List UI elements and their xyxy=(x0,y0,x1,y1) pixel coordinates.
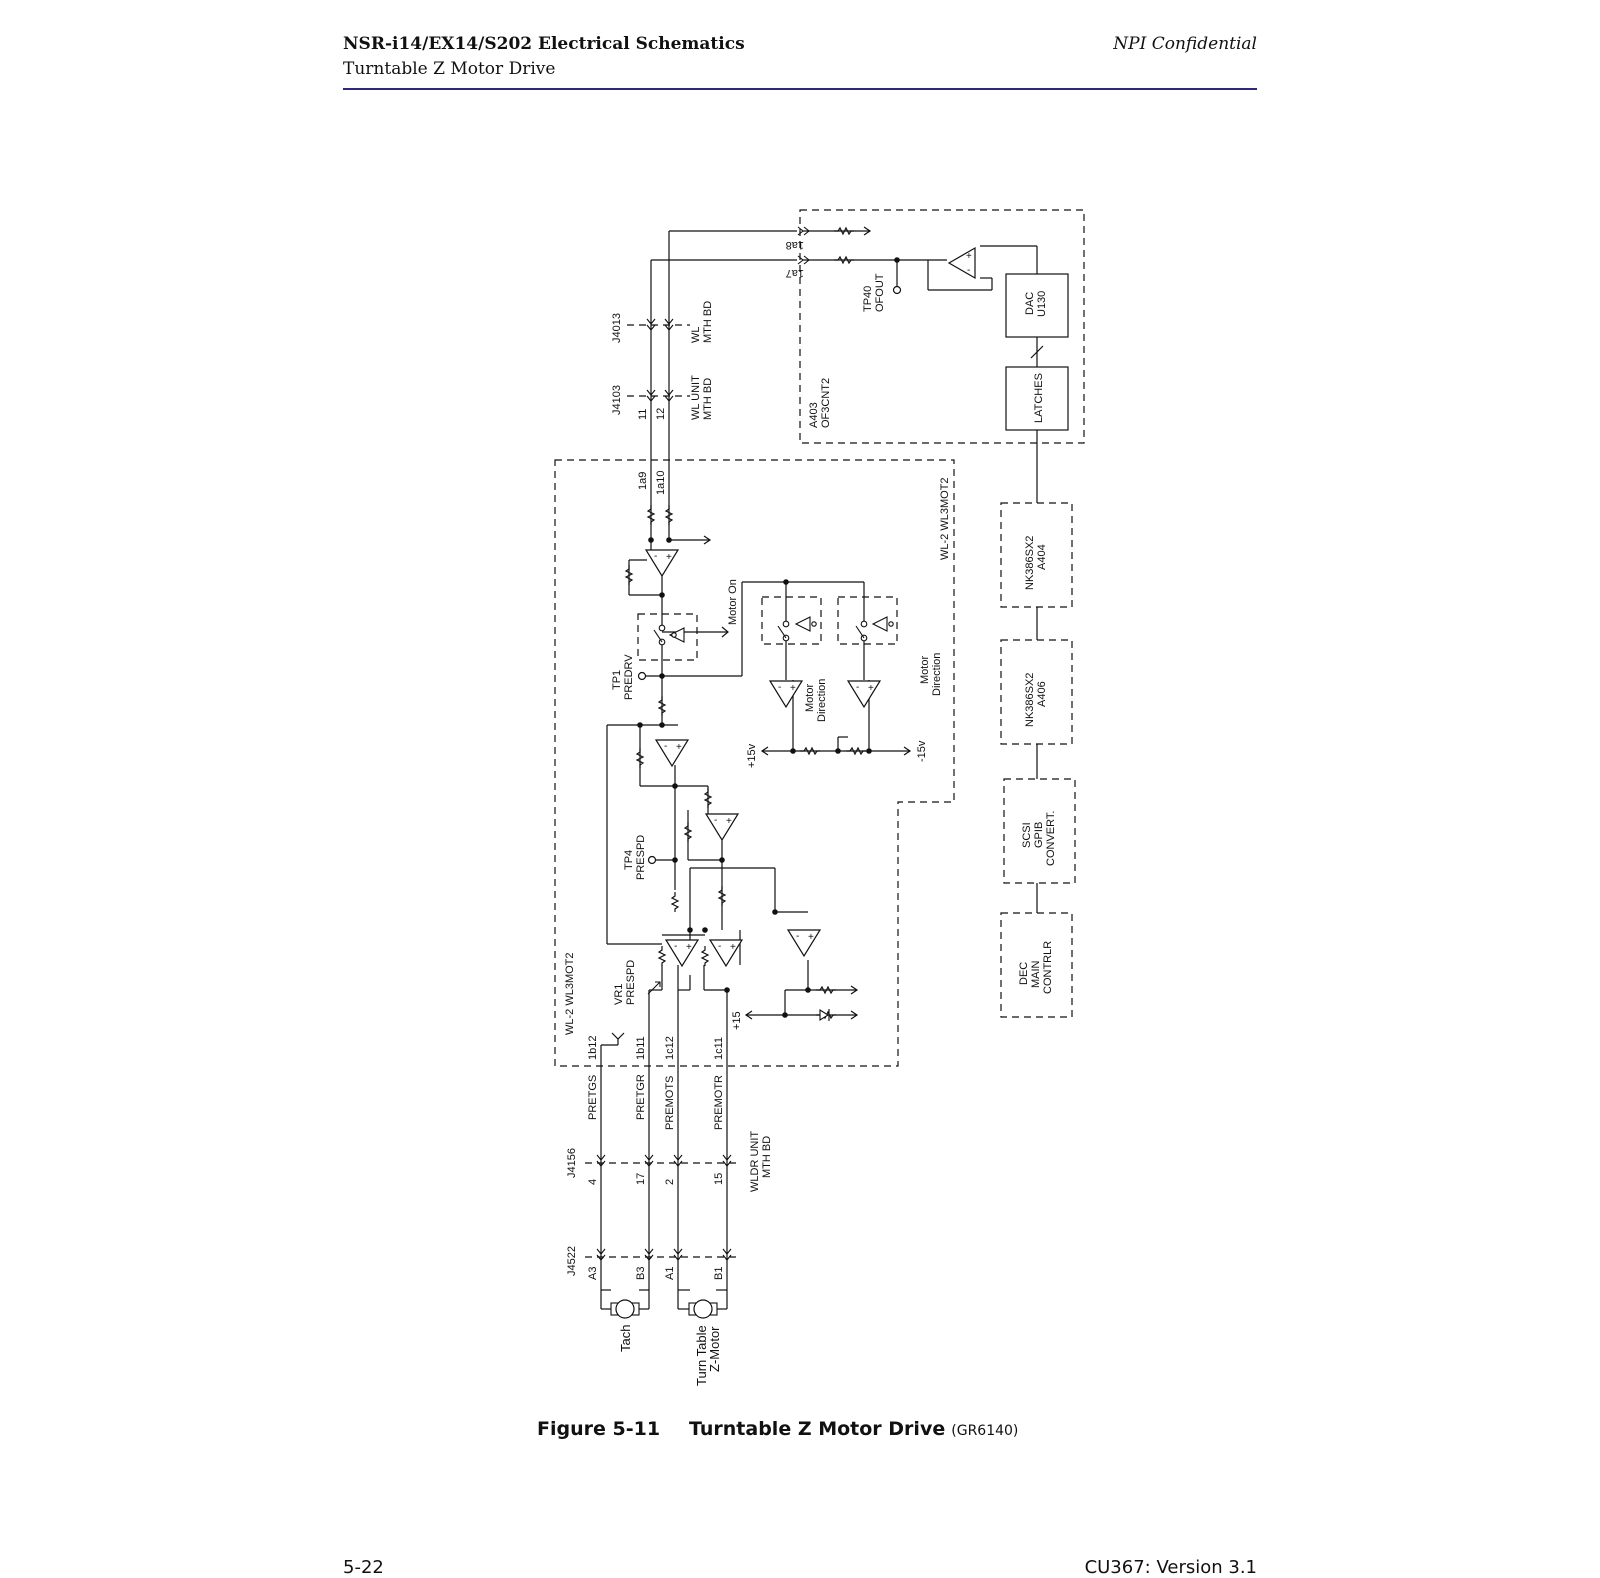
document-version: CU367: Version 3.1 xyxy=(1084,1557,1257,1578)
label-wl-unit-mth-bd: MTH BD xyxy=(702,378,714,420)
board-wl3mot2-outline xyxy=(554,459,955,1067)
tach-symbol xyxy=(600,1290,650,1319)
label-turn-table: Turn Table xyxy=(694,1325,709,1386)
figure-title: Turntable Z Motor Drive xyxy=(689,1418,946,1440)
label-pinB1: B1 xyxy=(713,1267,725,1280)
z-motor-symbol xyxy=(677,1290,728,1319)
document-title: NSR-i14/EX14/S202 Electrical Schematics xyxy=(343,34,745,54)
label-scsi: SCSI xyxy=(1021,822,1033,848)
switch-motor-on-box xyxy=(637,613,698,661)
label-motor-dir2-b: Direction xyxy=(931,653,943,696)
label-ofout: OFOUT xyxy=(874,273,886,312)
label-z-motor: Z-Motor xyxy=(707,1326,722,1372)
block-scsi-outline xyxy=(1003,778,1076,884)
label-1a8: 1a8 xyxy=(786,239,804,251)
label-gpib: GPIB xyxy=(1033,822,1045,848)
label-pin15: 15 xyxy=(713,1173,725,1185)
label-minus15v: -15v xyxy=(916,740,928,762)
label-1a10: 1a10 xyxy=(655,471,667,495)
label-tp4: TP4 xyxy=(623,850,635,870)
header-rule xyxy=(343,88,1257,90)
label-1b11: 1b11 xyxy=(635,1036,647,1060)
label-vr1-prespd: PRESPD xyxy=(625,960,637,1005)
block-dec-outline xyxy=(1000,912,1073,1018)
motor-on-switch xyxy=(653,624,685,646)
label-motor-dir1-a: Motor xyxy=(804,684,816,712)
label-wldr-mth-bd: MTH BD xyxy=(761,1136,773,1178)
label-u130: U130 xyxy=(1036,291,1048,317)
switch-dir2-box xyxy=(837,596,898,645)
label-wldr-unit: WLDR UNIT xyxy=(749,1131,761,1192)
label-pinA1: A1 xyxy=(664,1267,676,1280)
label-pin17: 17 xyxy=(635,1173,647,1185)
label-pinA3: A3 xyxy=(587,1267,599,1280)
label-1c11: 1c11 xyxy=(713,1037,725,1060)
figure-caption: Figure 5-11 Turntable Z Motor Drive (GR61… xyxy=(537,1418,1018,1440)
label-predrv: PREDRV xyxy=(623,654,635,700)
label-latches: LATCHES xyxy=(1033,373,1045,423)
label-prespd: PRESPD xyxy=(635,835,647,880)
label-pretgs: PRETGS xyxy=(587,1075,599,1120)
label-j4522: J4522 xyxy=(566,1246,578,1276)
direction-switch-2 xyxy=(855,616,894,642)
label-pretgr: PRETGR xyxy=(635,1074,647,1120)
switch-dir1-box xyxy=(761,596,822,645)
label-a404-2: A404 xyxy=(1036,544,1048,570)
label-a406-2: A406 xyxy=(1036,681,1048,707)
label-wl-mth-bd: MTH BD xyxy=(702,301,714,343)
label-j4013: J4013 xyxy=(611,313,623,343)
label-a403: A403 xyxy=(808,402,820,428)
label-tp40: TP40 xyxy=(862,286,874,312)
label-1a9: 1a9 xyxy=(637,472,649,490)
bus-slash xyxy=(1030,345,1044,359)
label-wl: WL xyxy=(690,327,702,344)
label-tach: Tach xyxy=(618,1325,633,1352)
label-j4103: J4103 xyxy=(611,385,623,415)
label-main: MAIN xyxy=(1030,960,1042,988)
label-1c12: 1c12 xyxy=(664,1036,676,1060)
label-wl-unit: WL UNIT xyxy=(690,375,702,420)
label-pin11: 11 xyxy=(637,409,649,420)
label-dac: DAC xyxy=(1024,292,1036,315)
label-board-side: WL-2 WL3MOT2 xyxy=(564,952,576,1035)
label-pin2: 2 xyxy=(664,1179,676,1185)
document-subtitle: Turntable Z Motor Drive xyxy=(343,59,556,79)
label-1a7: 1a7 xyxy=(786,267,804,279)
board-a403-outline xyxy=(799,209,1085,444)
label-1b12: 1b12 xyxy=(587,1036,599,1060)
label-a406-1: NK386SX2 xyxy=(1024,673,1036,727)
label-convert: CONVERT. xyxy=(1045,811,1057,866)
diode-symbol xyxy=(819,1009,830,1021)
label-motor-dir1-b: Direction xyxy=(816,679,828,722)
direction-switch-1 xyxy=(777,616,817,642)
label-motor-dir2-a: Motor xyxy=(919,656,931,684)
label-pin12: 12 xyxy=(655,408,667,420)
label-j4156: J4156 xyxy=(566,1148,578,1178)
label-pin4: 4 xyxy=(587,1179,599,1185)
label-motor-on: Motor On xyxy=(727,579,739,625)
label-tp1: TP1 xyxy=(611,670,623,690)
label-plus15: +15 xyxy=(731,1011,743,1030)
confidentiality-label: NPI Confidential xyxy=(1113,34,1257,54)
label-of3cnt2: OF3CNT2 xyxy=(820,378,832,428)
page-number: 5-22 xyxy=(343,1557,384,1578)
label-premotr: PREMOTR xyxy=(713,1075,725,1130)
label-contrlr: CONTRLR xyxy=(1042,941,1054,994)
label-premots: PREMOTS xyxy=(664,1076,676,1130)
dac-block xyxy=(1005,273,1069,338)
figure-number: Figure 5-11 xyxy=(537,1418,661,1440)
label-dec: DEC xyxy=(1018,962,1030,985)
vr1-pot xyxy=(647,981,661,995)
label-vr1: VR1 xyxy=(613,984,625,1005)
figure-code: (GR6140) xyxy=(951,1423,1019,1439)
label-plus15v: +15v xyxy=(746,743,758,768)
label-a404-1: NK386SX2 xyxy=(1024,536,1036,590)
label-pinB3: B3 xyxy=(635,1267,647,1280)
label-board-top: WL-2 WL3MOT2 xyxy=(939,477,951,560)
